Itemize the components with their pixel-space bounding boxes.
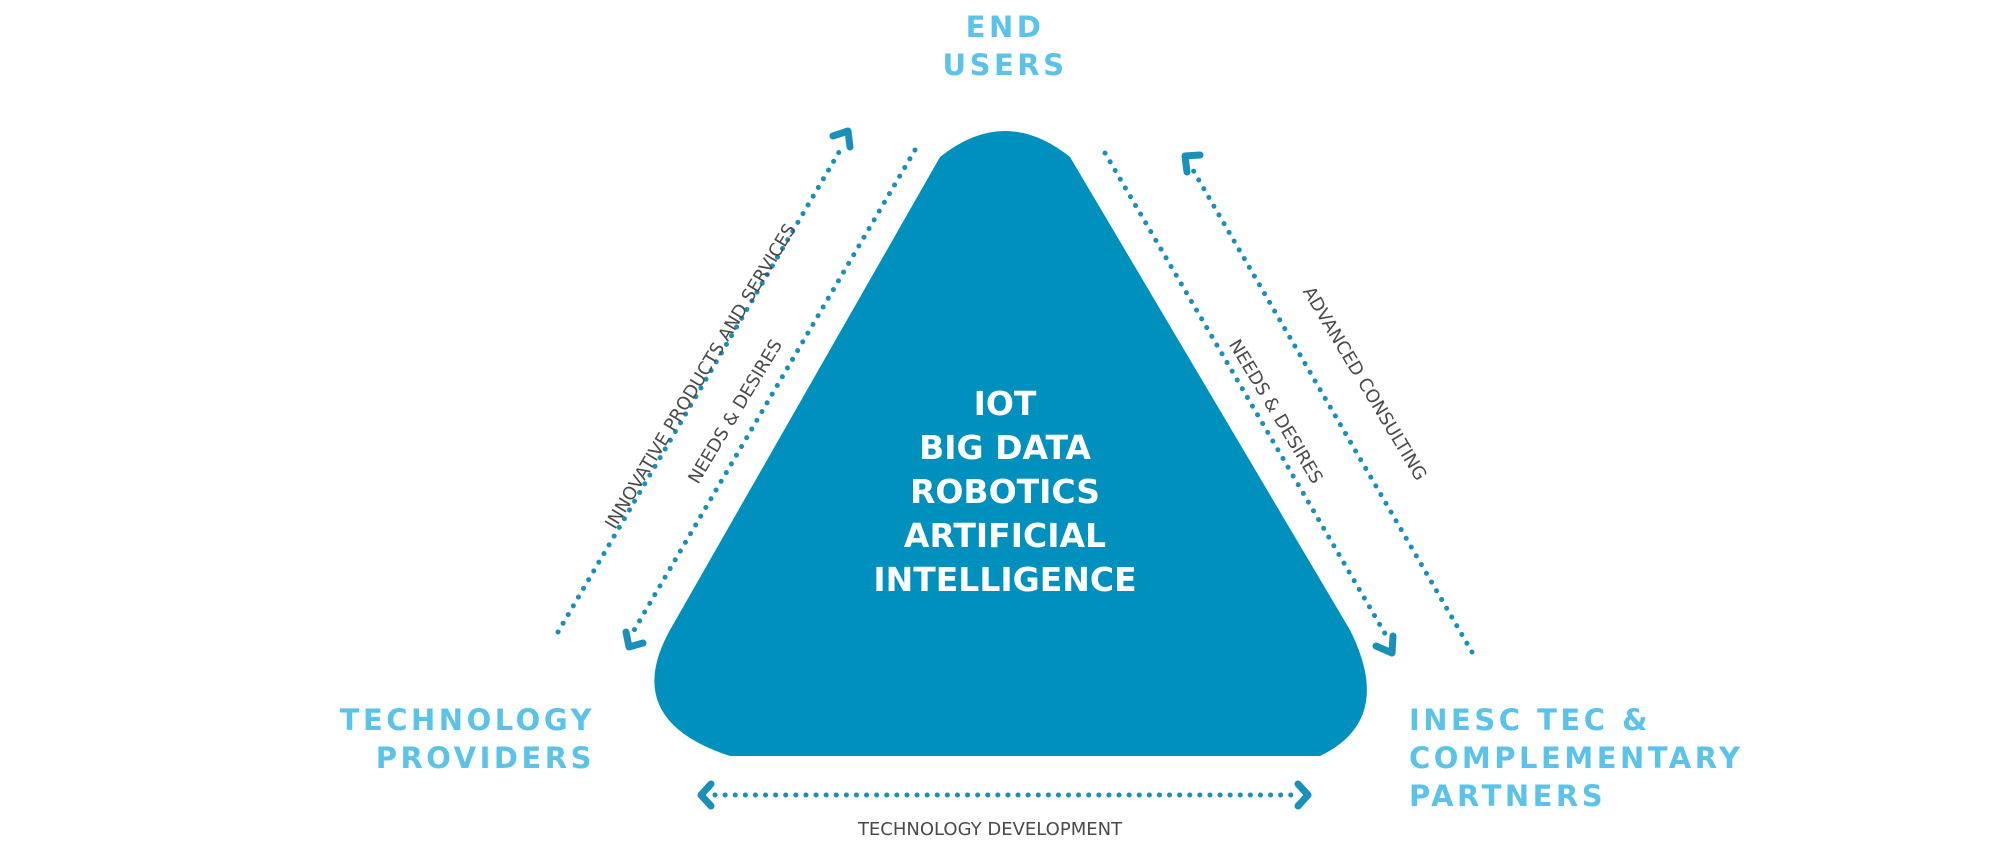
arrow-needs-right [1102, 150, 1397, 657]
node-end-users-line-1: END [965, 10, 1045, 44]
node-end-users: END USERS [880, 8, 1130, 84]
arrowhead-advanced [1181, 151, 1204, 176]
core-line-intelligence: INTELLIGENCE [873, 560, 1137, 599]
arrow-needs-left [622, 147, 918, 651]
core-triangle [654, 131, 1367, 756]
arrow-tech-dev [697, 780, 1312, 810]
core-line-big-data: BIG DATA [919, 428, 1091, 467]
arrow-innovative [555, 127, 854, 635]
node-technology-providers-line-2: PROVIDERS [375, 741, 595, 775]
flow-label-tech-dev: TECHNOLOGY DEVELOPMENT [857, 819, 1123, 840]
core-line-iot: IOT [973, 384, 1037, 423]
node-inesc-partners-line-3: PARTNERS [1409, 779, 1607, 813]
arrowhead-needs-left [622, 628, 647, 651]
node-inesc-partners-line-1: INESC TEC & [1409, 703, 1651, 737]
core-technologies: IOT BIG DATA ROBOTICS ARTIFICIAL INTELLI… [805, 382, 1205, 602]
node-inesc-partners-line-2: COMPLEMENTARY [1409, 741, 1744, 775]
node-technology-providers: TECHNOLOGY PROVIDERS [250, 701, 595, 777]
arrowhead-tech-dev-right [1294, 780, 1312, 810]
node-end-users-line-2: USERS [942, 48, 1068, 82]
node-inesc-partners: INESC TEC & COMPLEMENTARY PARTNERS [1409, 701, 1829, 815]
arrowhead-innovative [829, 127, 854, 151]
arrowhead-tech-dev-left [697, 780, 715, 810]
core-line-robotics: ROBOTICS [909, 472, 1101, 511]
node-technology-providers-line-1: TECHNOLOGY [339, 703, 595, 737]
core-line-artificial: ARTIFICIAL [903, 516, 1107, 555]
arrow-advanced [1181, 151, 1475, 655]
arrowhead-needs-right [1372, 632, 1397, 657]
